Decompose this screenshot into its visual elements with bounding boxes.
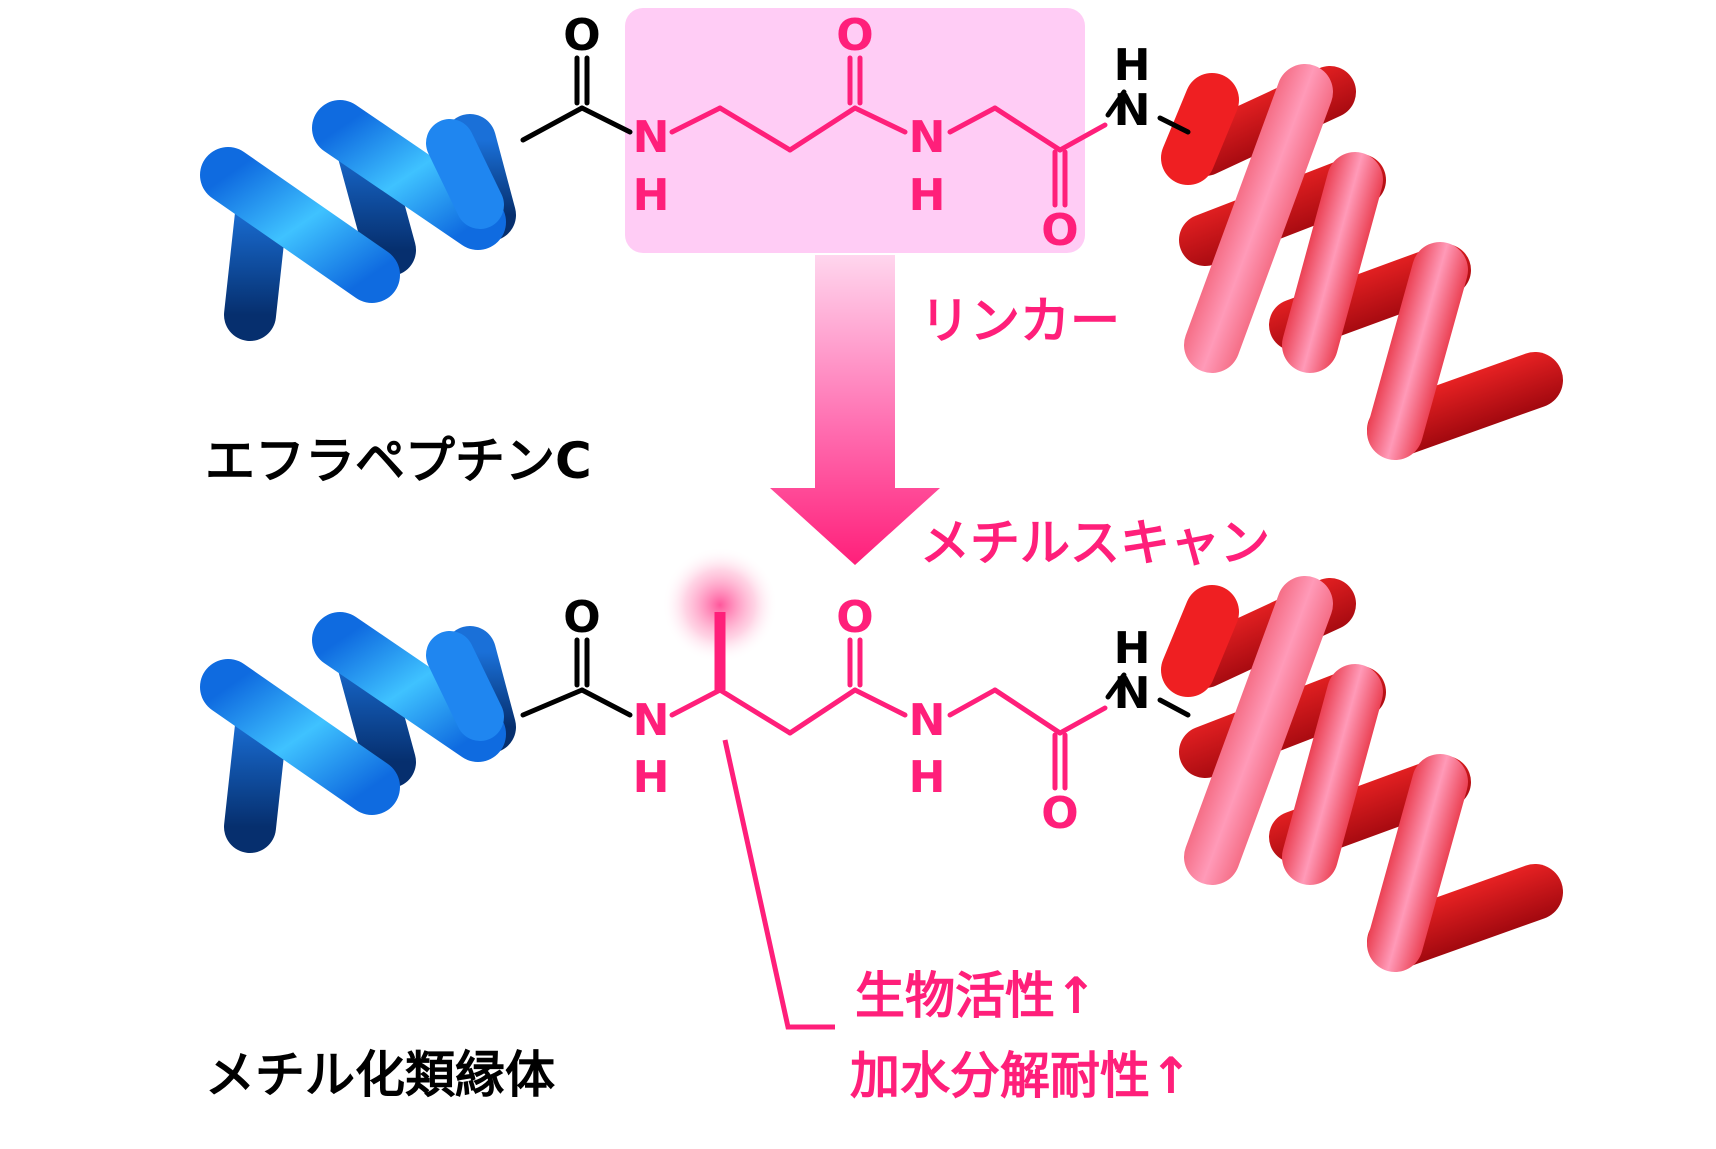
top-amine-n: N: [1114, 85, 1151, 136]
methylated-compound-name: メチル化類縁体: [205, 1046, 555, 1104]
top-linker-bonds: [669, 55, 1108, 208]
red-helix-icon: [1188, 604, 1535, 944]
top-carbonyl-o-2: O: [836, 10, 873, 61]
top-black-bonds: [520, 55, 1191, 143]
methyl-glow-icon: [662, 547, 778, 663]
bottom-carbonyl-o-2: O: [836, 592, 873, 643]
bottom-black-bonds: [520, 637, 1191, 718]
top-carbonyl-o-3: O: [1041, 205, 1078, 256]
bottom-amide-n-2: N: [909, 695, 946, 746]
linker-highlight-box: [625, 8, 1085, 253]
hydrolysis-resistance-label: 加水分解耐性↑: [850, 1047, 1192, 1105]
bottom-molecule: O N H O N H O H N: [228, 547, 1535, 1030]
top-amine-h: H: [1114, 40, 1151, 91]
callout-line: [722, 739, 835, 1030]
top-carbonyl-o-1: O: [563, 10, 600, 61]
red-helix-icon: [1188, 92, 1535, 432]
top-amide-n-2: N: [909, 112, 946, 163]
bottom-amide-n-1: N: [633, 695, 670, 746]
top-amide-n-1: N: [633, 112, 670, 163]
bottom-amide-h-2: H: [909, 752, 946, 803]
original-compound-name: エフラペプチンC: [205, 432, 592, 490]
top-amide-h-2: H: [909, 170, 946, 221]
bottom-amine-h: H: [1114, 623, 1151, 674]
blue-helix-icon: [228, 128, 490, 315]
top-amide-h-1: H: [633, 170, 670, 221]
down-arrow-icon: [770, 255, 940, 565]
linker-label: リンカー: [920, 292, 1120, 350]
bottom-chain-bonds: [669, 637, 1108, 791]
methyl-scan-label: メチルスキャン: [920, 514, 1270, 572]
top-molecule: O N H O N H O H N: [228, 8, 1535, 432]
bioactivity-label: 生物活性↑: [855, 967, 1097, 1025]
bottom-amine-n: N: [1114, 668, 1151, 719]
bottom-carbonyl-o-3: O: [1041, 788, 1078, 839]
bottom-amide-h-1: H: [633, 752, 670, 803]
blue-helix-icon: [228, 640, 490, 827]
bottom-carbonyl-o-1: O: [563, 592, 600, 643]
